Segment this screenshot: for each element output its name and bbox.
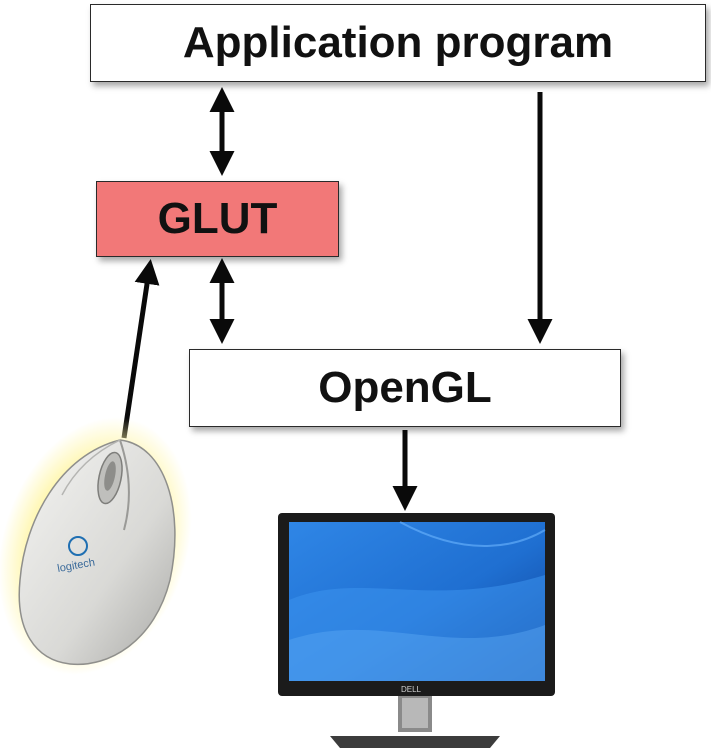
opengl-label: OpenGL: [318, 363, 492, 412]
glut-label: GLUT: [157, 194, 278, 243]
application-program-label: Application program: [182, 18, 614, 67]
opengl-box: OpenGL: [189, 349, 621, 427]
monitor-icon: DELL: [278, 513, 555, 748]
monitor-brand-text: DELL: [401, 685, 422, 694]
mouse-icon: logitech: [0, 417, 192, 675]
glut-box: GLUT: [96, 181, 339, 257]
arrow-mouse-glut: [121, 259, 160, 439]
application-program-box: Application program: [90, 4, 706, 82]
